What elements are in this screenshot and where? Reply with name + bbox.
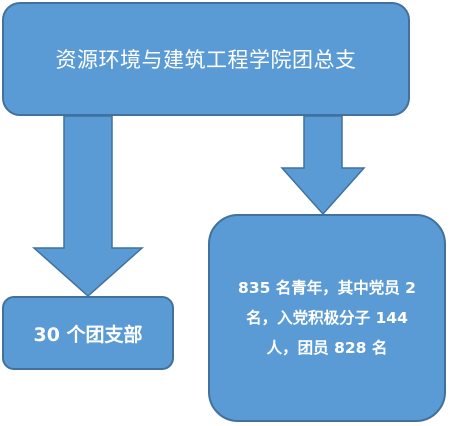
root-node-label: 资源环境与建筑工程学院团总支 [55, 48, 357, 72]
child-node-members-label: 835 名青年，其中党员 2 名，入党积极分子 144 人，团员 828 名 [238, 278, 416, 358]
arrow-to-left-node [32, 115, 144, 298]
child-node-branches: 30 个团支部 [2, 296, 174, 370]
child-node-branches-label: 30 个团支部 [33, 323, 143, 346]
root-node: 资源环境与建筑工程学院团总支 [2, 2, 410, 116]
child-node-members: 835 名青年，其中党员 2 名，入党积极分子 144 人，团员 828 名 [208, 214, 446, 422]
arrow-to-right-node [280, 115, 366, 216]
